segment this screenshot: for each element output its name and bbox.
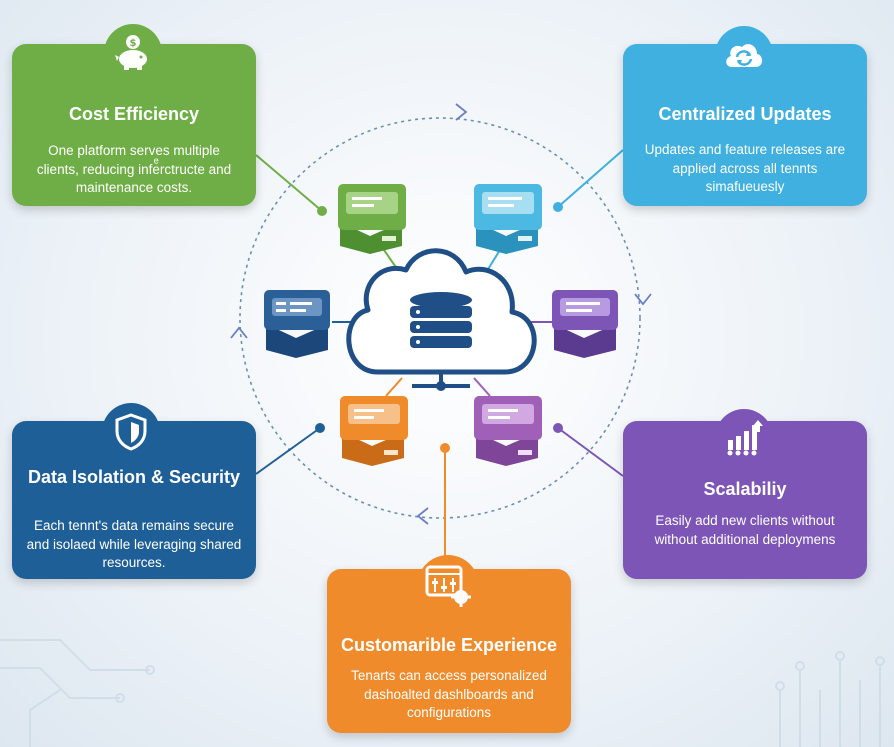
tenant-server-icon	[264, 290, 330, 358]
cost-efficiency-card: $ Cost Efficiency One platform serves mu…	[12, 24, 256, 206]
svg-text:$: $	[130, 38, 137, 49]
tenant-server-icon	[474, 184, 542, 254]
connector-dots	[315, 202, 563, 453]
shield-icon	[102, 403, 160, 461]
growth-chart-icon	[715, 409, 773, 467]
settings-dashboard-icon	[417, 555, 479, 617]
card-description: Easily add new clients without without a…	[654, 513, 836, 547]
card-title: Scalabiliy	[703, 479, 787, 499]
orbit-ring	[239, 117, 641, 519]
card-description: Each tennt's data remains secure and iso…	[26, 518, 242, 570]
card-title: Data Isolation & Security	[27, 467, 241, 487]
orbit-arrows	[230, 103, 652, 525]
card-title: Cost Efficiency	[68, 104, 200, 124]
tenant-server-icon	[340, 396, 408, 466]
cloud-sync-icon	[715, 26, 773, 84]
tenant-server-icon	[338, 184, 406, 254]
card-title: Centralized Updates	[658, 104, 832, 124]
tenant-server-icon	[474, 396, 542, 466]
customizable-experience-card: Customarible Experience Tenarts can acce…	[327, 555, 571, 733]
card-description: Updates and feature releases are applied…	[644, 142, 846, 194]
piggy-bank-icon: $	[104, 24, 162, 82]
centralized-updates-card: Centralized Updates Updates and feature …	[623, 26, 867, 206]
card-title: Customarible Experience	[340, 635, 558, 655]
card-description: One platform serves multiple clients, re…	[36, 143, 232, 195]
tenant-server-icon	[552, 290, 618, 358]
circuit-decoration	[0, 639, 885, 747]
connectors	[255, 149, 624, 569]
cloud-database-icon	[346, 248, 537, 391]
data-isolation-card: Data Isolation & Security Each tennt's d…	[12, 403, 256, 579]
scalability-card: Scalabiliy Easily add new clients withou…	[623, 409, 867, 579]
card-description: Tenarts can access personalized dashoalt…	[351, 668, 547, 720]
